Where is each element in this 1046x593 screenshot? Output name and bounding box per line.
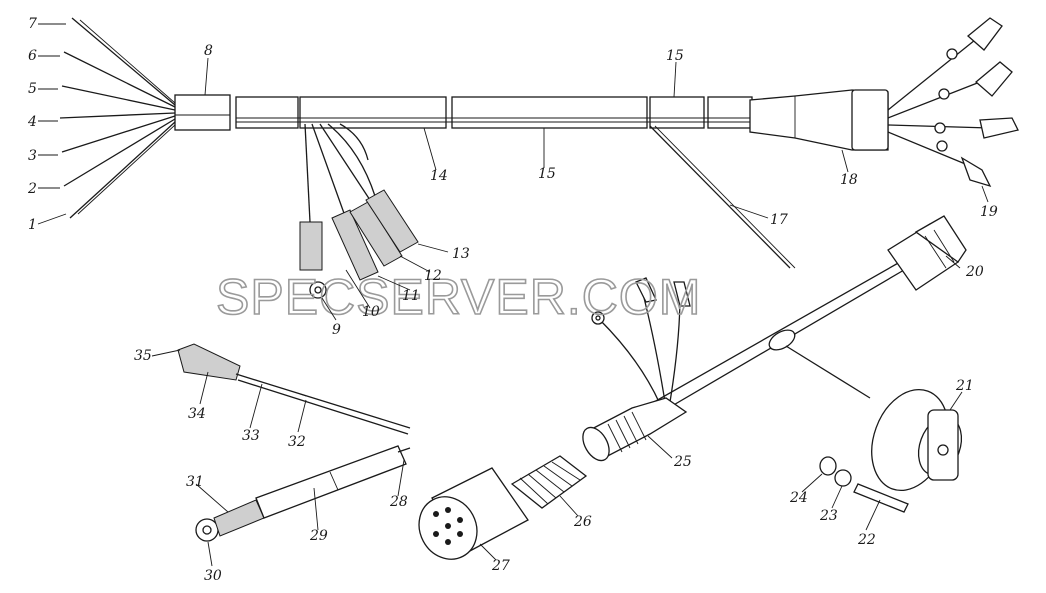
callout-15-lower: 15 [538, 166, 556, 182]
terminal-10 [299, 221, 323, 271]
callout-20: 20 [965, 264, 984, 280]
tube-section-15 [451, 96, 648, 129]
branch-wires [299, 123, 419, 299]
leader-lines [37, 23, 989, 567]
callout-10: 10 [362, 304, 380, 320]
callout-25: 25 [673, 454, 692, 470]
terminal-35 [177, 343, 241, 381]
callout-6: 6 [28, 48, 37, 64]
callout-27: 27 [491, 558, 510, 574]
callout-33: 33 [242, 428, 260, 444]
callout-24: 24 [789, 490, 808, 506]
callout-28: 28 [389, 494, 408, 510]
main-harness [59, 17, 1019, 269]
callout-12: 12 [424, 268, 442, 284]
callout-8: 8 [204, 43, 213, 59]
callout-3: 3 [28, 148, 37, 164]
callout-11: 11 [402, 288, 420, 304]
tube-section-14 [299, 96, 447, 129]
callout-31: 31 [186, 474, 204, 490]
terminals-19 [934, 17, 1019, 188]
callout-4: 4 [27, 114, 37, 130]
terminal-31 [213, 499, 265, 537]
callout-18: 18 [840, 172, 858, 188]
callout-29: 29 [309, 528, 328, 544]
callout-32: 32 [288, 434, 306, 450]
callout-13: 13 [452, 246, 470, 262]
watermark: SPECSERVER.COM [216, 269, 701, 325]
callout-1: 1 [28, 217, 37, 233]
callout-17: 17 [770, 212, 788, 228]
callout-19: 19 [980, 204, 998, 220]
nut-24 [819, 456, 837, 476]
socket-assembly [418, 215, 967, 560]
plug-27 [418, 467, 529, 560]
wire-32-assembly [177, 343, 411, 435]
callout-15-upper: 15 [666, 48, 684, 64]
callout-30: 30 [204, 568, 222, 584]
callout-5: 5 [28, 81, 37, 97]
wire-29-assembly [195, 445, 411, 542]
terminal-11 [331, 209, 379, 281]
fan-wires [59, 17, 176, 219]
callout-22: 22 [857, 532, 876, 548]
spring-26 [510, 455, 588, 509]
callout-34: 34 [188, 406, 206, 422]
bolt-22 [853, 483, 909, 513]
callout-35: 35 [134, 348, 152, 364]
terminal-12 [349, 201, 403, 267]
connector-20 [887, 215, 967, 291]
terminal-13 [365, 189, 419, 253]
socket-21 [871, 388, 963, 492]
callout-23: 23 [819, 508, 838, 524]
tube-section-16 [649, 96, 705, 129]
washer-23 [834, 469, 852, 487]
callout-7: 7 [28, 16, 37, 32]
tube-section-a [235, 96, 299, 129]
callout-14: 14 [430, 168, 448, 184]
callout-26: 26 [573, 514, 592, 530]
boot-25 [582, 397, 688, 462]
callout-labels: 1 2 3 4 5 6 7 8 9 10 11 12 13 14 15 15 1… [27, 16, 998, 584]
callout-21: 21 [955, 378, 974, 394]
collar-8 [174, 94, 231, 131]
tube-section-b [707, 96, 753, 129]
callout-9: 9 [332, 322, 341, 338]
callout-2: 2 [27, 181, 37, 197]
